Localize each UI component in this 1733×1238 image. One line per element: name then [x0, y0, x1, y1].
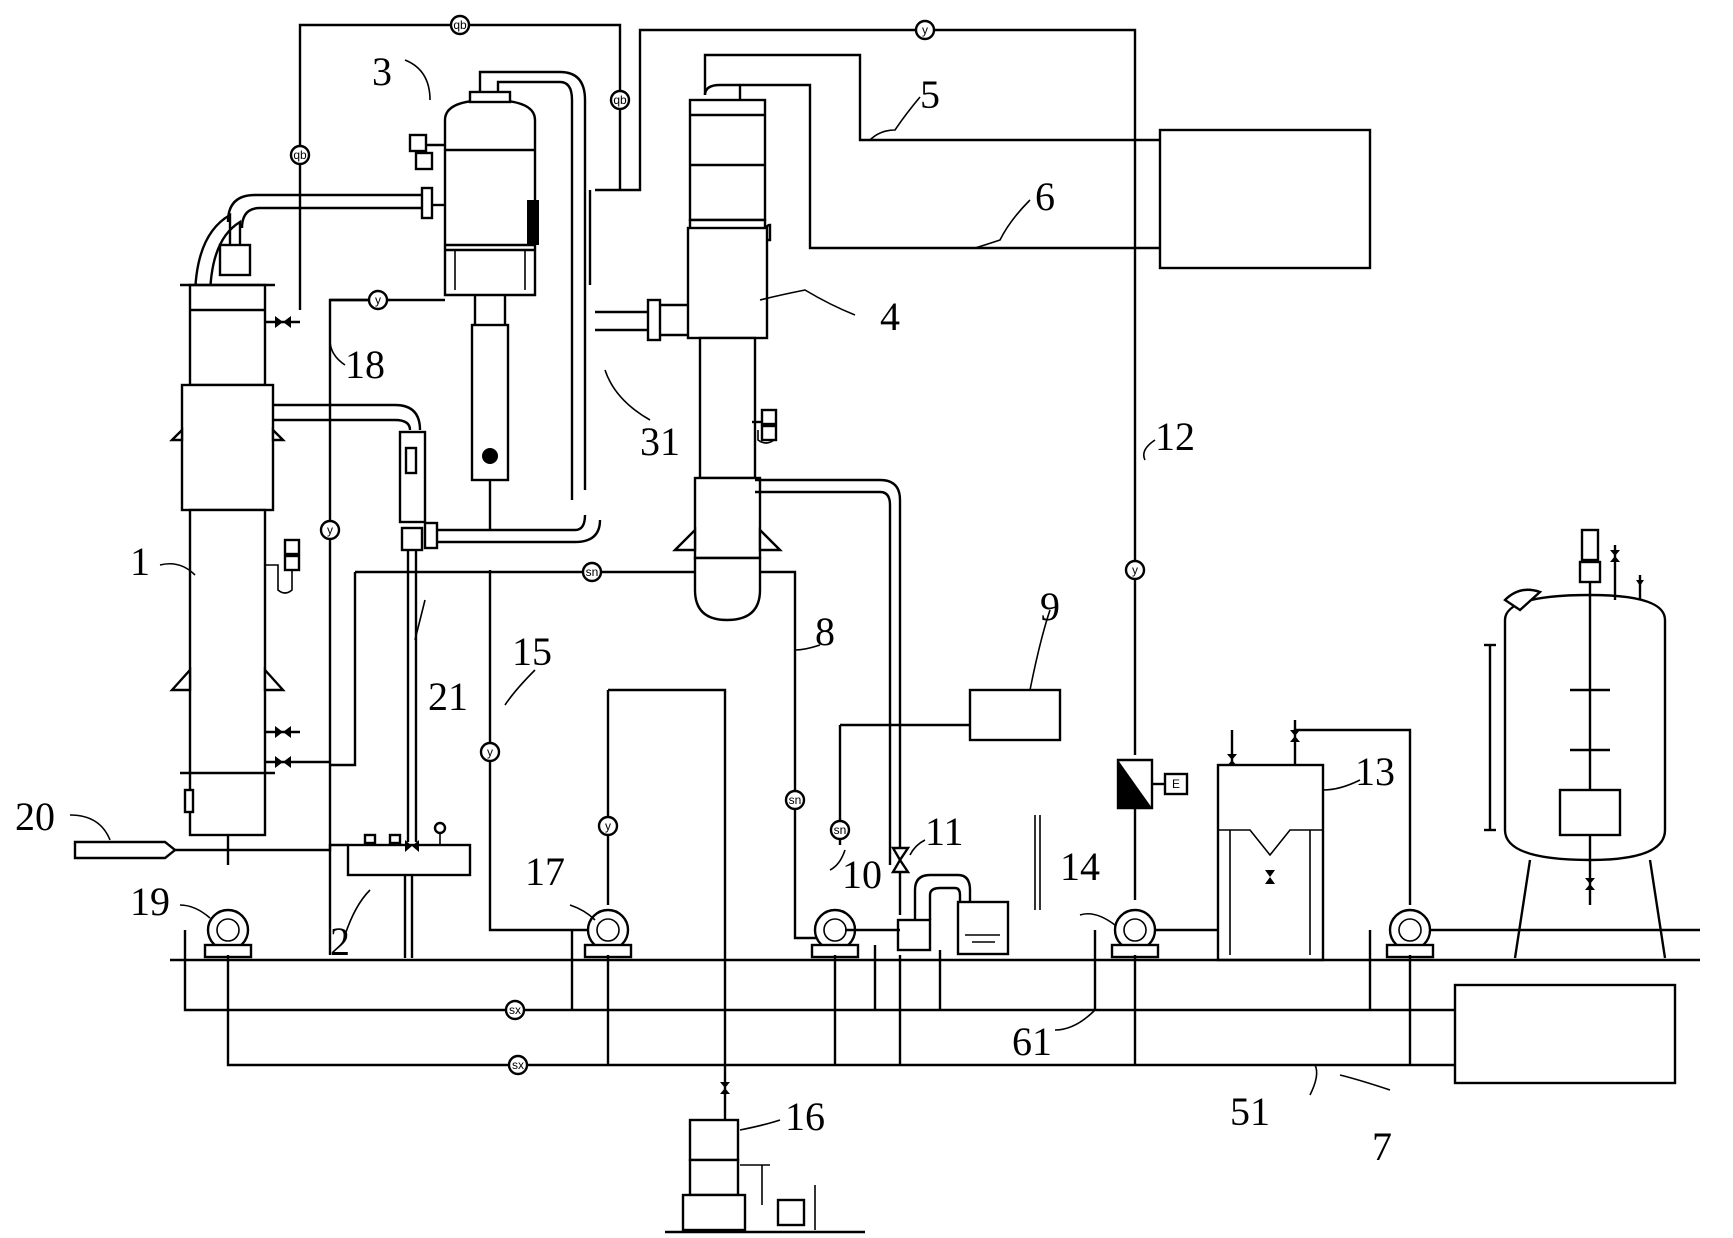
svg-text:sn: sn: [789, 793, 802, 807]
label-2: 2: [330, 919, 350, 964]
equipment-16: [665, 1082, 865, 1234]
svg-text:sx: sx: [512, 1058, 524, 1072]
label-10: 10: [842, 852, 882, 897]
tag-qb-1: qb: [449, 14, 471, 36]
equipment-labels: 1 2 3 4 5 6 7 8 9 10 11 12 13 14 15 16 1…: [15, 49, 1395, 1169]
label-1: 1: [130, 539, 150, 584]
svg-text:sx: sx: [509, 1003, 521, 1017]
right-top-boxes: [1158, 128, 1372, 270]
tag-E: E: [1163, 772, 1189, 796]
label-12: 12: [1155, 414, 1195, 459]
label-14: 14: [1060, 844, 1100, 889]
label-9: 9: [1040, 584, 1060, 629]
tag-sn-1: sn: [581, 561, 603, 583]
label-21: 21: [428, 674, 468, 719]
label-31: 31: [640, 419, 680, 464]
pump-14: [1110, 908, 1160, 959]
svg-text:qb: qb: [293, 148, 307, 162]
equipment-11: [890, 815, 1041, 956]
svg-text:y: y: [487, 745, 493, 759]
feed-20: [73, 835, 348, 865]
reactor-vessel: [1484, 528, 1667, 959]
label-4: 4: [880, 294, 900, 339]
label-61: 61: [1012, 1019, 1052, 1064]
line-12: [1116, 520, 1165, 900]
pump-19: [203, 908, 253, 959]
label-16: 16: [785, 1094, 825, 1139]
box-7: [1453, 983, 1677, 1085]
instrument-tags: qb qb qb y y y y y y sn sn sn sx sx E: [289, 14, 1189, 1076]
label-11: 11: [925, 809, 964, 854]
label-7: 7: [1372, 1124, 1392, 1169]
tag-sn-3: sn: [829, 819, 851, 841]
label-15: 15: [512, 629, 552, 674]
label-19: 19: [130, 879, 170, 924]
label-51: 51: [1230, 1089, 1270, 1134]
svg-text:y: y: [605, 819, 611, 833]
svg-text:qb: qb: [453, 18, 467, 32]
leader-lines: [69, 59, 1391, 1131]
equipment-9: [968, 688, 1062, 742]
svg-text:y: y: [375, 293, 381, 307]
svg-text:y: y: [327, 523, 333, 537]
tag-y-3: y: [319, 519, 341, 541]
svg-text:E: E: [1172, 777, 1180, 791]
heater-21: [273, 403, 602, 842]
separator-3: [408, 70, 587, 500]
tag-sx-1: sx: [504, 999, 526, 1021]
hopper-13: [1216, 720, 1412, 962]
label-20: 20: [15, 794, 55, 839]
tag-y-5: y: [597, 815, 619, 837]
pump-right: [1385, 908, 1435, 959]
pump-10: [810, 908, 860, 959]
tag-sx-2: sx: [507, 1054, 529, 1076]
label-17: 17: [525, 849, 565, 894]
label-5: 5: [920, 72, 940, 117]
svg-text:y: y: [1132, 563, 1138, 577]
tag-y-4: y: [479, 741, 501, 763]
label-13: 13: [1355, 749, 1395, 794]
svg-text:y: y: [922, 23, 928, 37]
tag-y-6: y: [1124, 559, 1146, 581]
column-4: [595, 83, 902, 865]
label-3: 3: [372, 49, 392, 94]
tag-qb-2: qb: [289, 144, 311, 166]
tank-2: [346, 821, 472, 958]
label-8: 8: [815, 609, 835, 654]
label-18: 18: [345, 342, 385, 387]
pumps: [203, 908, 1435, 959]
column-1: [169, 212, 330, 837]
vapor-pipe-1-3: [226, 186, 434, 229]
svg-text:qb: qb: [613, 93, 627, 107]
svg-text:sn: sn: [586, 565, 599, 579]
tag-y-1: y: [914, 19, 936, 41]
tag-qb-3: qb: [609, 89, 631, 111]
tag-sn-2: sn: [784, 789, 806, 811]
pump-17: [583, 908, 633, 959]
label-6: 6: [1035, 174, 1055, 219]
svg-text:sn: sn: [834, 823, 847, 837]
bottom-headers: [170, 910, 1700, 1095]
tag-y-2: y: [367, 289, 389, 311]
